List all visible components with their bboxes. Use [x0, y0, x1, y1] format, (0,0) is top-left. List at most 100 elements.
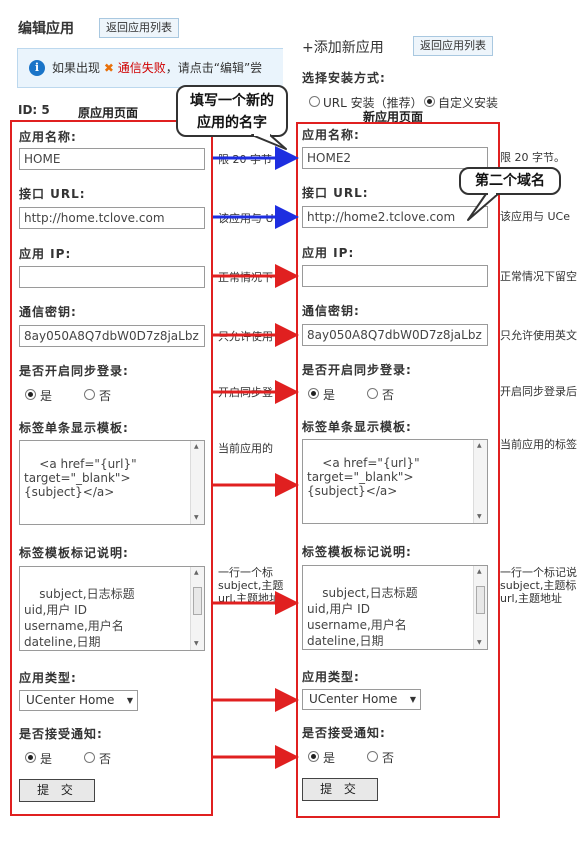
api-url-input[interactable]: http://home2.tclove.com	[302, 206, 488, 228]
label-app-name: 应用名称:	[302, 128, 360, 142]
page-title-new: +添加新应用	[302, 40, 384, 56]
sync-login-yes-label: 是	[40, 389, 53, 403]
label-secret: 通信密钥:	[302, 304, 360, 318]
scroll-up-icon[interactable]: ▲	[477, 568, 482, 575]
install-custom-radio[interactable]	[424, 96, 435, 107]
label-app-type: 应用类型:	[302, 670, 360, 684]
sync-login-no-radio[interactable]	[84, 389, 95, 400]
sync-login-yes-label: 是	[323, 388, 336, 402]
app-name-input[interactable]: HOME	[19, 148, 205, 170]
tag-markup-textarea[interactable]: subject,日志标题 uid,用户 ID username,用户名 date…	[302, 565, 488, 650]
submit-button[interactable]: 提 交	[19, 779, 95, 802]
info-icon: i	[29, 60, 45, 76]
label-sync-login: 是否开启同步登录:	[19, 364, 129, 378]
label-install-method: 选择安装方式:	[302, 71, 386, 85]
api-url-input[interactable]: http://home.tclove.com	[19, 207, 205, 229]
tag-markup-textarea[interactable]: subject,日志标题 uid,用户 ID username,用户名 date…	[19, 566, 205, 651]
notify-yes-radio[interactable]	[25, 752, 36, 763]
sync-login-yes-radio[interactable]	[308, 388, 319, 399]
app-type-value: UCenter Home	[309, 692, 398, 706]
app-ip-input[interactable]	[19, 266, 205, 288]
notify-yes-label: 是	[323, 751, 336, 765]
scroll-up-icon[interactable]: ▲	[194, 569, 199, 576]
secret-input[interactable]: 8ay050A8Q7dbW0D7z8jaLbz	[302, 324, 488, 346]
left-page-caption: 原应用页面	[78, 106, 139, 120]
notify-no-radio[interactable]	[84, 752, 95, 763]
tag-template-text: <a href="{url}" target="_blank"> {subjec…	[307, 456, 420, 498]
scroll-down-icon[interactable]: ▼	[477, 639, 482, 646]
hint-tag-markup: 一行一个标记说 subject,主题标 url,主题地址	[500, 566, 577, 605]
textarea-scrollbar[interactable]: ▲▼	[473, 566, 487, 649]
hint-secret: 只允许使用英文	[500, 329, 577, 342]
textarea-scrollbar[interactable]: ▲▼	[190, 567, 204, 650]
app-type-select[interactable]: UCenter Home ▼	[302, 689, 421, 710]
install-custom-label: 自定义安装	[438, 96, 499, 110]
error-x-icon: ✖	[103, 61, 114, 75]
sync-login-no-radio[interactable]	[367, 388, 378, 399]
tag-template-textarea[interactable]: <a href="{url}" target="_blank"> {subjec…	[302, 439, 488, 524]
submit-button[interactable]: 提 交	[302, 778, 378, 801]
scroll-up-icon[interactable]: ▲	[194, 443, 199, 450]
textarea-scrollbar[interactable]: ▲▼	[190, 441, 204, 524]
tag-markup-text: subject,日志标题 uid,用户 ID username,用户名 date…	[307, 586, 418, 648]
page-title: 编辑应用	[18, 21, 74, 37]
install-url-label: URL 安装（推荐）	[323, 96, 423, 110]
scroll-thumb[interactable]	[193, 587, 202, 615]
label-notify: 是否接受通知:	[302, 726, 386, 740]
hint-sync-login: 开启同步登录后	[500, 385, 577, 398]
label-tag-markup: 标签模板标记说明:	[302, 545, 412, 559]
app-name-input[interactable]: HOME2	[302, 147, 488, 169]
install-url-radio[interactable]	[309, 96, 320, 107]
label-api-url: 接口 URL:	[302, 186, 369, 200]
right-page-caption: 新应用页面	[363, 110, 424, 124]
scroll-down-icon[interactable]: ▼	[194, 514, 199, 521]
hint-tag-template: 当前应用的	[218, 442, 273, 455]
label-tag-markup: 标签模板标记说明:	[19, 546, 129, 560]
notice-suffix: ，请点击“编辑”尝	[165, 61, 263, 75]
notice-error-text: 通信失败	[117, 61, 166, 75]
app-ip-input[interactable]	[302, 265, 488, 287]
notify-yes-label: 是	[40, 752, 53, 766]
callout-tail-domain	[467, 192, 499, 221]
hint-app-ip: 正常情况下留空	[500, 270, 577, 283]
scroll-down-icon[interactable]: ▼	[194, 640, 199, 647]
hint-api-url: 该应用与 UCe	[500, 210, 570, 223]
notify-no-radio[interactable]	[367, 751, 378, 762]
scroll-down-icon[interactable]: ▼	[477, 513, 482, 520]
app-id: ID: 5	[18, 103, 50, 117]
label-api-url: 接口 URL:	[19, 187, 86, 201]
sync-login-no-label: 否	[382, 388, 395, 402]
right-page-highlight-box	[296, 122, 500, 818]
app-type-select[interactable]: UCenter Home ▼	[19, 690, 138, 711]
scroll-thumb[interactable]	[476, 586, 485, 614]
left-page-highlight-box	[10, 120, 213, 816]
label-app-ip: 应用 IP:	[19, 247, 72, 261]
label-sync-login: 是否开启同步登录:	[302, 363, 412, 377]
scroll-up-icon[interactable]: ▲	[477, 442, 482, 449]
back-to-list-button[interactable]: 返回应用列表	[99, 18, 179, 38]
tag-markup-text: subject,日志标题 uid,用户 ID username,用户名 date…	[24, 587, 135, 649]
chevron-down-icon: ▼	[409, 695, 416, 704]
label-app-type: 应用类型:	[19, 671, 77, 685]
label-tag-template: 标签单条显示模板:	[19, 421, 129, 435]
notify-no-label: 否	[99, 752, 112, 766]
callout-second-domain: 第二个域名	[459, 167, 561, 195]
label-secret: 通信密钥:	[19, 305, 77, 319]
app-type-value: UCenter Home	[26, 693, 115, 707]
textarea-scrollbar[interactable]: ▲▼	[473, 440, 487, 523]
callout-tail-name	[251, 133, 287, 150]
chevron-down-icon: ▼	[126, 696, 133, 705]
notify-yes-radio[interactable]	[308, 751, 319, 762]
callout-new-app-name: 填写一个新的 应用的名字	[176, 85, 288, 137]
notify-no-label: 否	[382, 751, 395, 765]
sync-login-yes-radio[interactable]	[25, 389, 36, 400]
secret-input[interactable]: 8ay050A8Q7dbW0D7z8jaLbz	[19, 325, 205, 347]
tag-template-text: <a href="{url}" target="_blank"> {subjec…	[24, 457, 137, 499]
back-to-list-button[interactable]: 返回应用列表	[413, 36, 493, 56]
label-app-name: 应用名称:	[19, 130, 77, 144]
label-notify: 是否接受通知:	[19, 727, 103, 741]
tag-template-textarea[interactable]: <a href="{url}" target="_blank"> {subjec…	[19, 440, 205, 525]
label-app-ip: 应用 IP:	[302, 246, 355, 260]
hint-app-name: 限 20 字节。	[500, 151, 565, 164]
